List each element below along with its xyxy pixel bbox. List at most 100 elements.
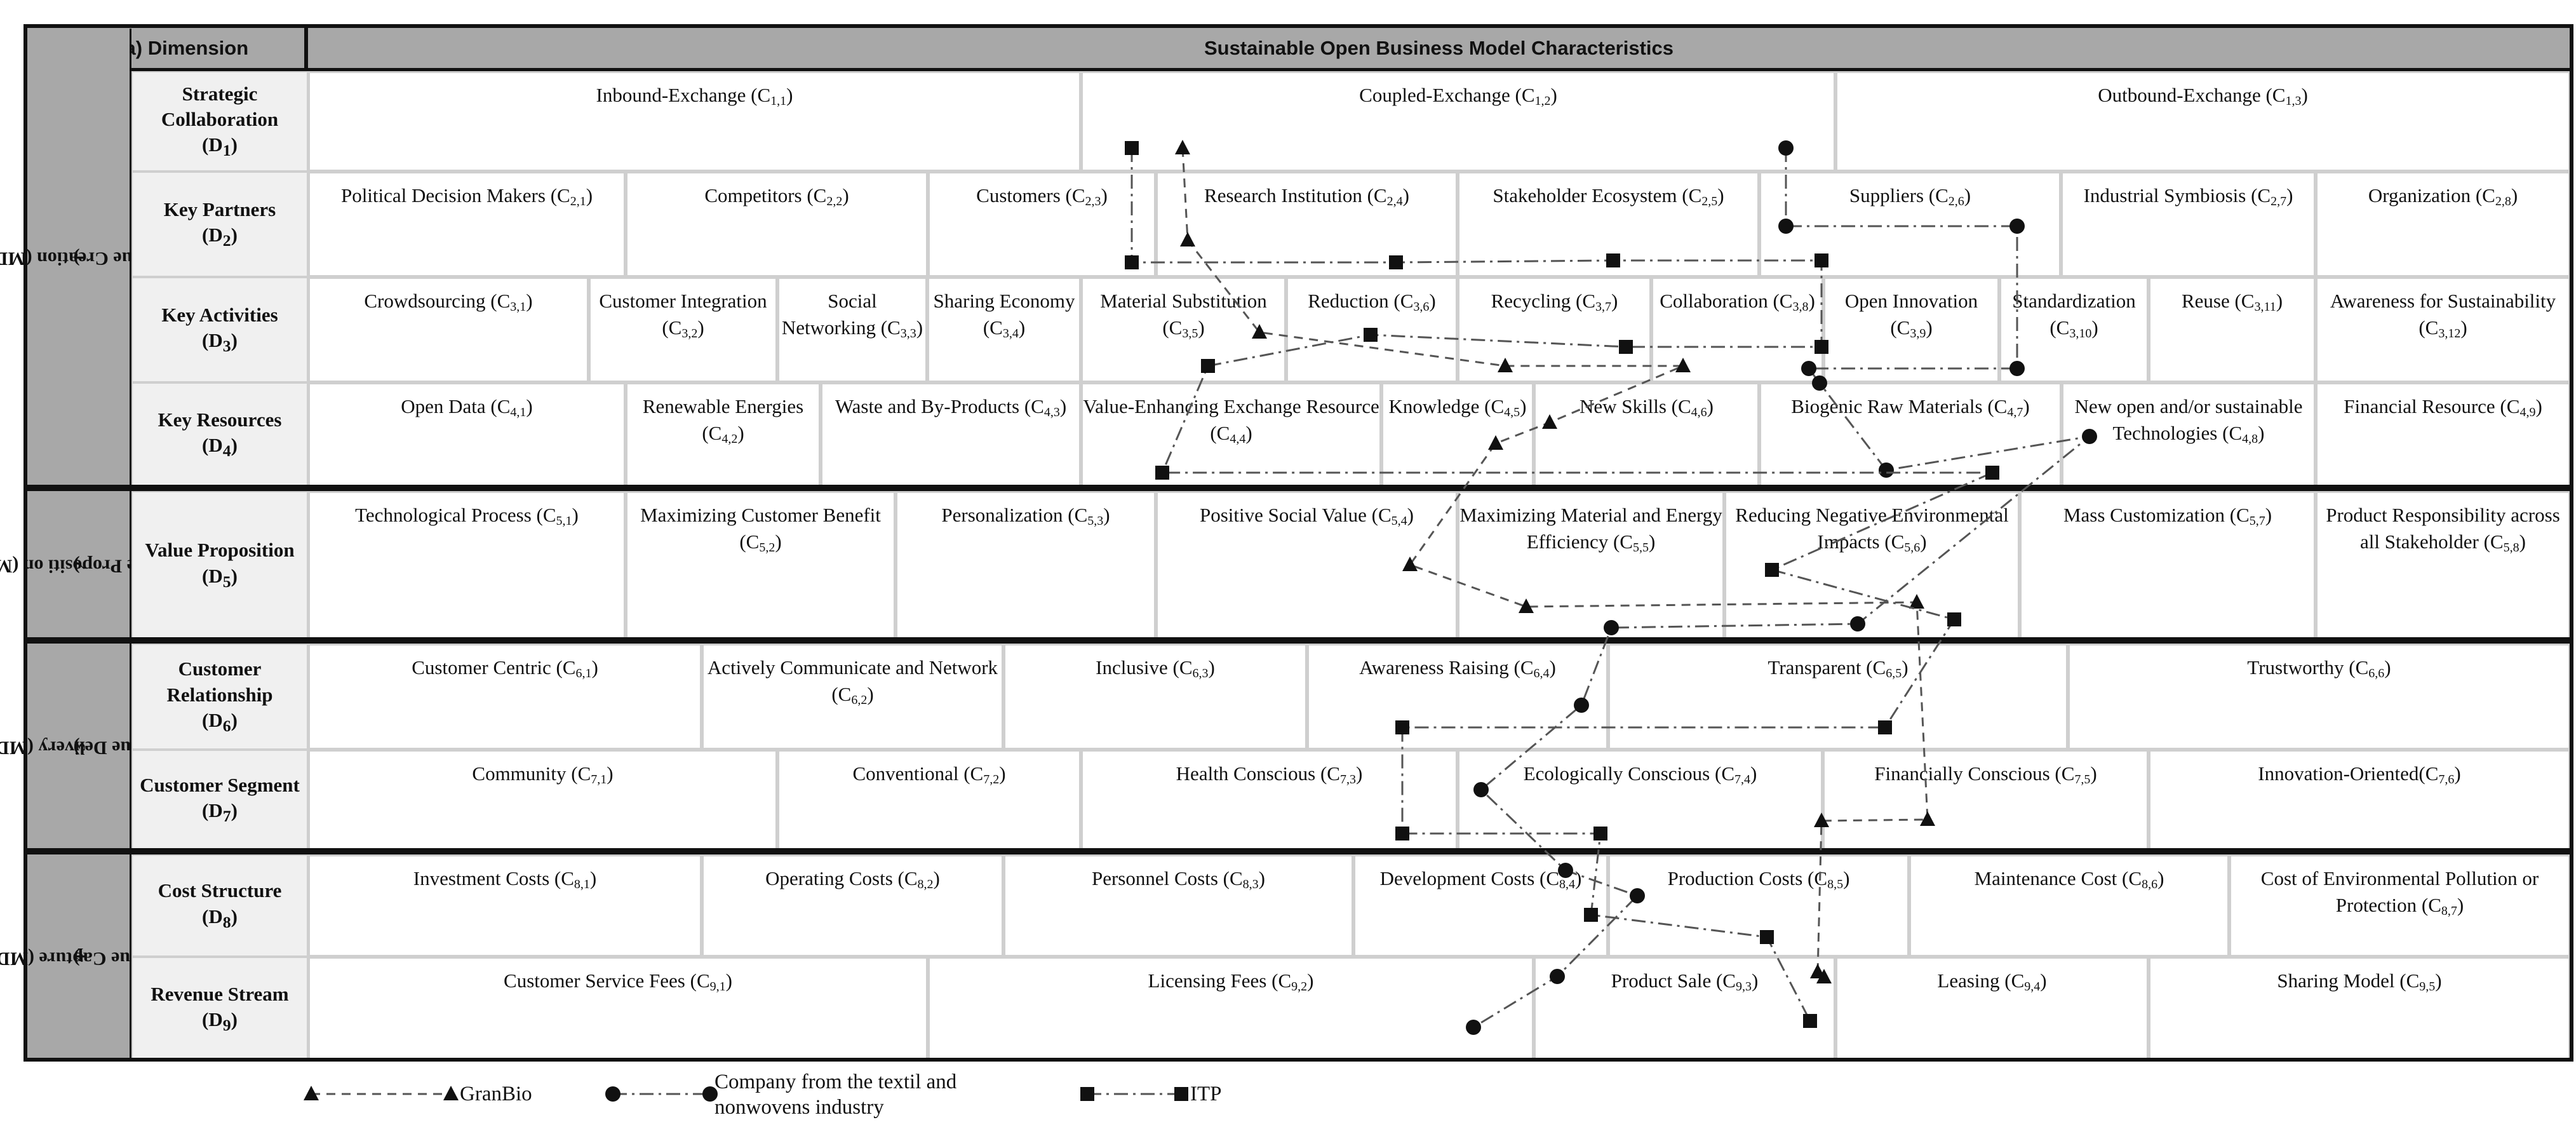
dimension-code-close: ) xyxy=(231,133,238,156)
characteristic-c3-7: Recycling (C3,7) xyxy=(1458,277,1651,382)
subscript: 4,2 xyxy=(721,431,738,446)
characteristic-close: ) xyxy=(1245,421,1252,444)
characteristic-label: Value-Enhancing Exchange Resource (C4,4) xyxy=(1083,393,1379,448)
characteristic-c4-3: Waste and By-Products (C4,3) xyxy=(821,382,1081,487)
subscript: 8,4 xyxy=(1559,877,1576,891)
subscript: 3,2 xyxy=(681,326,698,341)
characteristic-close: ) xyxy=(786,84,793,106)
dimension-label: Value Proposition(D5) xyxy=(145,537,294,592)
square-profile-marker xyxy=(1765,563,1779,577)
subscript: 5,7 xyxy=(2249,514,2265,528)
characteristic-c4-4: Value-Enhancing Exchange Resource (C4,4) xyxy=(1081,382,1381,487)
characteristic-c3-10: Standardization (C3,10) xyxy=(1999,277,2149,382)
characteristic-close: ) xyxy=(2258,421,2265,444)
characteristic-c7-5: Financially Conscious (C7,5) xyxy=(1823,750,2149,850)
subscript: 4,1 xyxy=(510,405,527,419)
characteristic-c8-3: Personnel Costs (C8,3) xyxy=(1003,854,1353,957)
characteristic-close: ) xyxy=(2265,504,2272,526)
characteristic-text: Stakeholder Ecosystem (C xyxy=(1493,184,1702,206)
characteristic-close: ) xyxy=(999,762,1006,785)
subscript: 6,4 xyxy=(1533,666,1550,680)
dimension-code: (D xyxy=(202,434,223,457)
dimension-code: (D xyxy=(202,905,223,928)
dimension-code: (D xyxy=(202,708,223,731)
dimension-code-close: ) xyxy=(231,1008,238,1031)
circle-profile-marker xyxy=(1879,462,1894,478)
characteristic-c3-12: Awareness for Sustainability (C3,12) xyxy=(2316,277,2570,382)
dimension-code: (D xyxy=(202,564,223,587)
characteristic-text: Community (C xyxy=(472,762,591,785)
subscript: 7 xyxy=(222,807,231,826)
square-profile-marker xyxy=(1395,827,1409,841)
characteristic-c9-5: Sharing Model (C9,5) xyxy=(2149,957,2570,1061)
characteristic-c8-6: Maintenance Cost (C8,6) xyxy=(1909,854,2229,957)
subscript: 4,5 xyxy=(1504,405,1520,419)
subscript: 9,1 xyxy=(709,980,726,994)
characteristic-text: Financial Resource (C xyxy=(2344,395,2520,417)
characteristic-label: Reduction (C3,6) xyxy=(1288,288,1456,316)
characteristic-close: ) xyxy=(2091,316,2098,339)
characteristic-label: Organization (C2,8) xyxy=(2318,182,2568,210)
subscript: 9,2 xyxy=(1291,980,1308,994)
subscript: 3,8 xyxy=(1792,300,1809,314)
subscript: 1,3 xyxy=(2285,94,2302,108)
characteristic-label: Development Costs (C8,4) xyxy=(1355,865,1606,893)
subscript: 4,8 xyxy=(2242,431,2258,446)
dimension-code-close: ) xyxy=(231,329,238,352)
characteristic-c3-6: Reduction (C3,6) xyxy=(1286,277,1458,382)
characteristic-text: Reuse (C xyxy=(2181,290,2255,312)
subscript: 7,4 xyxy=(1734,773,1750,787)
characteristic-text: Collaboration (C xyxy=(1660,290,1793,312)
subscript: 4,4 xyxy=(1230,431,1246,446)
characteristic-close: ) xyxy=(1429,290,1436,312)
dimension-d4: Key Resources(D4) xyxy=(131,382,308,487)
subscript: 4 xyxy=(222,442,231,461)
subscript: 9 xyxy=(222,1016,231,1035)
dimension-code-close: ) xyxy=(231,799,238,822)
characteristic-text: Inbound-Exchange (C xyxy=(596,84,771,106)
characteristic-text: Production Costs (C xyxy=(1667,867,1828,889)
subscript: 2,7 xyxy=(2271,194,2287,208)
characteristic-label: Awareness for Sustainability (C3,12) xyxy=(2318,288,2568,342)
characteristic-close: ) xyxy=(2435,969,2442,992)
characteristic-c9-2: Licensing Fees (C9,2) xyxy=(928,957,1534,1061)
characteristic-text: Renewable Energies (C xyxy=(642,395,804,444)
characteristic-c6-1: Customer Centric (C6,1) xyxy=(308,644,702,750)
characteristic-label: Customers (C2,3) xyxy=(930,182,1154,210)
square-profile-marker xyxy=(1947,612,1961,626)
characteristic-c5-3: Personalization (C5,3) xyxy=(896,491,1156,639)
subscript: 7,6 xyxy=(2438,773,2455,787)
square-profile-marker xyxy=(1155,466,1169,480)
dimension-d8: Cost Structure(D8) xyxy=(131,854,308,957)
subscript: 4,3 xyxy=(1043,405,1060,419)
characteristic-close: ) xyxy=(697,316,704,339)
characteristic-text: Open Innovation (C xyxy=(1844,290,1978,339)
characteristic-c1-2: Coupled-Exchange (C1,2) xyxy=(1081,71,1835,172)
characteristic-text: Material Substitution (C xyxy=(1100,290,1267,339)
characteristic-close: ) xyxy=(1964,184,1971,206)
subscript: 1 xyxy=(222,141,231,160)
subscript: 3,1 xyxy=(510,300,527,314)
dimension-d6: Customer Relationship(D6) xyxy=(131,644,308,750)
triangle-profile-marker xyxy=(1252,324,1267,339)
legend-label-circle: Company from the textil and nonwovens in… xyxy=(714,1070,957,1119)
characteristic-label: Waste and By-Products (C4,3) xyxy=(822,393,1079,421)
dimension-name: Cost Structure xyxy=(158,879,282,902)
characteristic-c4-1: Open Data (C4,1) xyxy=(308,382,626,487)
characteristic-c2-8: Organization (C2,8) xyxy=(2316,172,2570,277)
characteristic-text: Licensing Fees (C xyxy=(1148,969,1292,992)
circle-profile-marker xyxy=(2009,219,2025,234)
characteristic-label: Actively Communicate and Network (C6,2) xyxy=(704,654,1002,709)
characteristic-text: Personnel Costs (C xyxy=(1091,867,1243,889)
subscript: 9,3 xyxy=(1735,980,1752,994)
dimension-code: (D xyxy=(202,1008,223,1031)
circle-profile-marker xyxy=(1778,219,1794,234)
characteristic-c6-2: Actively Communicate and Network (C6,2) xyxy=(702,644,1003,750)
characteristic-text: Financially Conscious (C xyxy=(1874,762,2075,785)
characteristic-text: Operating Costs (C xyxy=(765,867,918,889)
square-profile-marker xyxy=(1125,141,1139,155)
characteristic-close: ) xyxy=(591,656,598,679)
subscript: 7,1 xyxy=(591,773,607,787)
